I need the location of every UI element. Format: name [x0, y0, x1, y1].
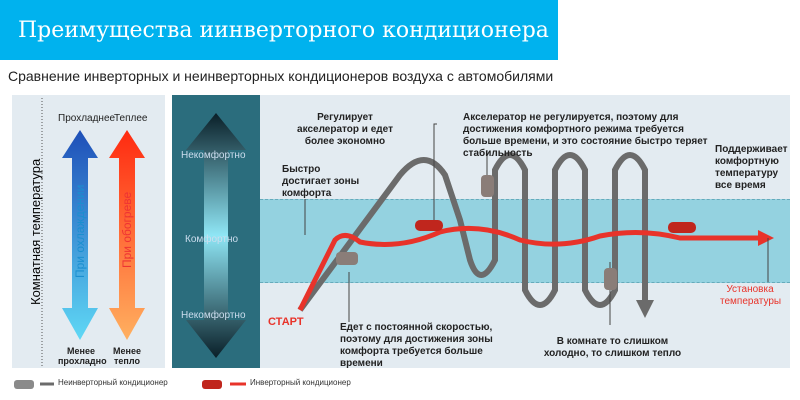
legend-inverter: Инверторный кондиционер: [250, 378, 351, 387]
comfortable-label: Комфортно: [185, 234, 239, 245]
fast-comfort-note: Быстро достигает зоны комфорта: [282, 164, 360, 199]
inverter-arrow-head: [758, 230, 774, 246]
constant-speed-note: Едет с постоянной скоростью, поэтому для…: [340, 322, 493, 369]
non-inverter-car-icon: [481, 175, 494, 197]
less-warm-label: Менее тепло: [113, 346, 141, 366]
non-inverter-arrow-head: [636, 300, 654, 318]
inverter-car-icon: [668, 222, 696, 233]
inverter-car-icon: [415, 220, 443, 231]
title-banner: Преимущества иинверторного кондиционера: [0, 0, 558, 60]
uncomfortable-top-label: Некомфортно: [181, 150, 246, 161]
room-temperature-label: Комнатная температура: [28, 158, 43, 305]
non-inverter-car-icon: [336, 252, 358, 265]
warmer-label: Теплее: [114, 113, 148, 124]
legend-non-inverter-car-icon: [14, 380, 34, 389]
non-inverter-path: [297, 152, 648, 312]
start-label: СТАРТ: [268, 316, 304, 328]
uncomfortable-bottom-label: Некомфортно: [181, 310, 246, 321]
oscillation-note: В комнате то слишком холодно, то слишком…: [543, 336, 682, 359]
maintain-comfort-note: Поддерживает комфортную температуру все …: [715, 144, 788, 191]
cooler-label: Прохладнее: [58, 113, 116, 124]
setpoint-label: Установка температуры: [720, 284, 782, 307]
inverter-path: [297, 225, 760, 312]
non-regulated-note: Акселератор не регулируется, поэтому для…: [463, 112, 708, 159]
less-cool-label: Менее прохладно: [58, 346, 107, 366]
cooling-arrow: [62, 130, 98, 340]
accelerator-note: Регулирует акселератор и едет более экон…: [297, 112, 393, 147]
subtitle: Сравнение инверторных и неинверторных ко…: [8, 68, 554, 84]
comfort-scale-arrow: [186, 113, 246, 358]
banner-title: Преимущества иинверторного кондиционера: [18, 18, 549, 43]
legend-non-inverter: Неинверторный кондиционер: [58, 378, 168, 387]
heating-label: При обогреве: [120, 191, 134, 268]
heating-arrow: [109, 130, 145, 340]
legend-inverter-car-icon: [202, 380, 222, 389]
cooling-label: При охлаждении: [73, 184, 87, 278]
non-inverter-car-icon: [604, 268, 617, 290]
